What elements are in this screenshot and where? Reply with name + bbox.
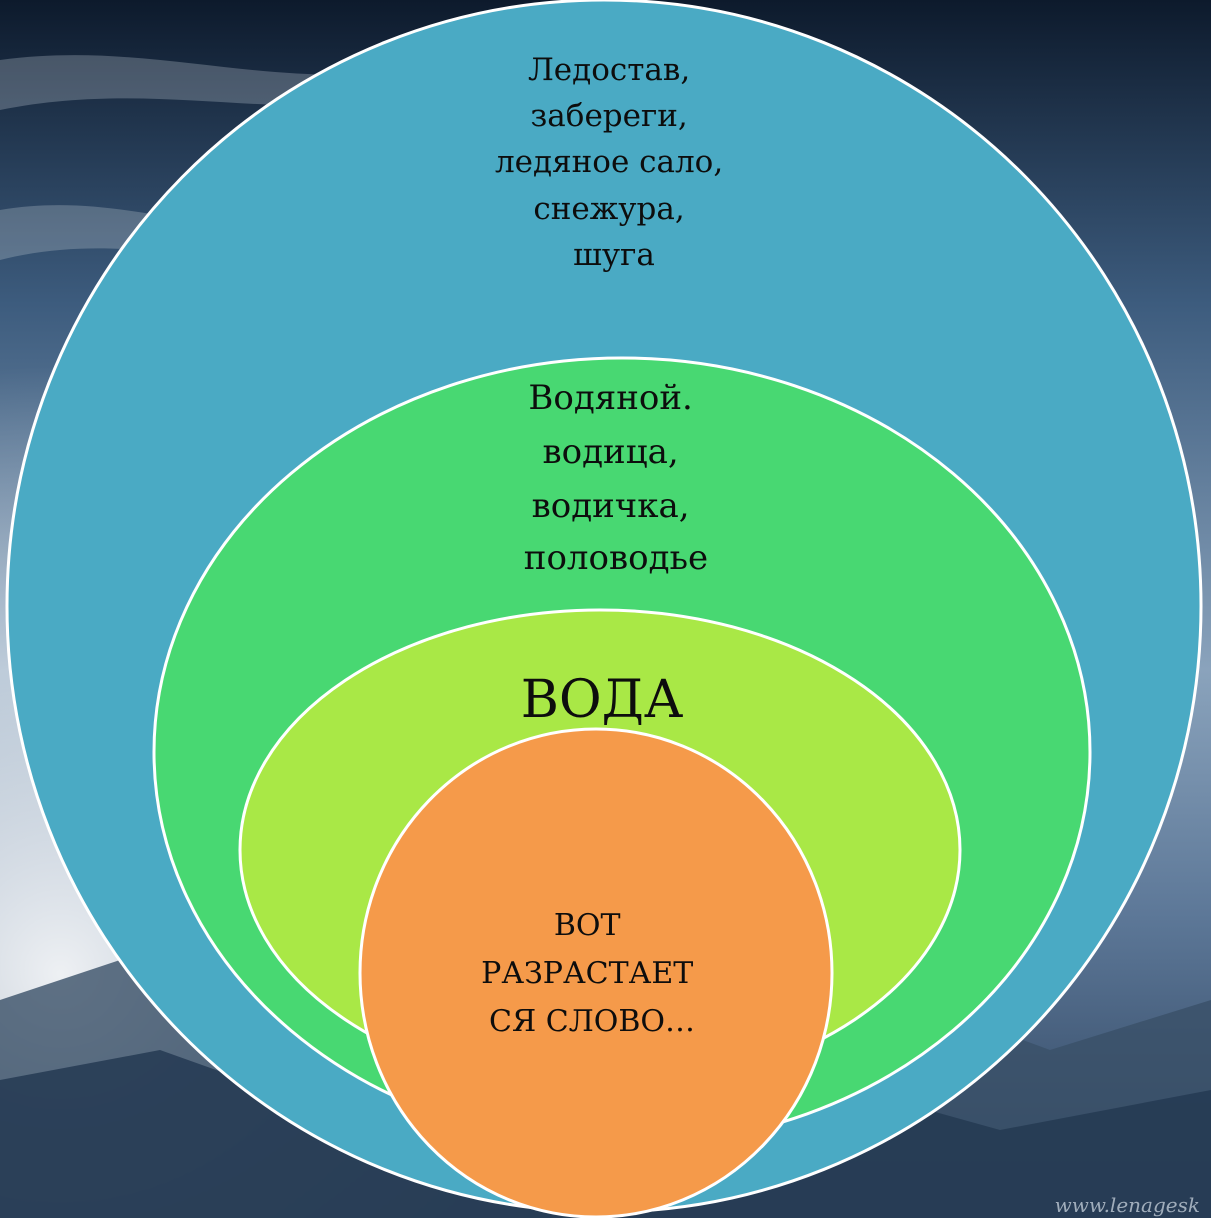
inner-line-3: СЯ СЛОВО… [489, 1004, 695, 1039]
inner-line-2: РАЗРАСТАЕТ [481, 956, 693, 991]
inner-circle: ВОТ РАЗРАСТАЕТ СЯ СЛОВО… [358, 727, 834, 1218]
inner-circle-shape [358, 727, 834, 1218]
outer-circle-text: Ледостав, забереги, ледяное сало, снежур… [495, 52, 733, 273]
second-line-1: Водяной. [528, 378, 692, 418]
watermark-text: www.lenagesk [1055, 1193, 1200, 1217]
outer-line-4: снежура, [533, 191, 684, 227]
second-line-2: водица, [543, 432, 679, 472]
third-circle-text: ВОДА [521, 670, 684, 730]
second-line-4: половодье [524, 538, 708, 578]
outer-line-2: забереги, [530, 98, 687, 134]
third-line-1: ВОДА [521, 670, 684, 730]
second-circle-text: Водяной. водица, водичка, половодье [524, 378, 708, 578]
outer-line-5: шуга [573, 237, 655, 273]
second-line-3: водичка, [532, 486, 690, 526]
outer-line-1: Ледостав, [528, 52, 690, 88]
inner-line-1: ВОТ [554, 908, 621, 943]
inner-circle-text: ВОТ РАЗРАСТАЕТ СЯ СЛОВО… [481, 908, 703, 1039]
outer-line-3: ледяное сало, [495, 144, 723, 180]
